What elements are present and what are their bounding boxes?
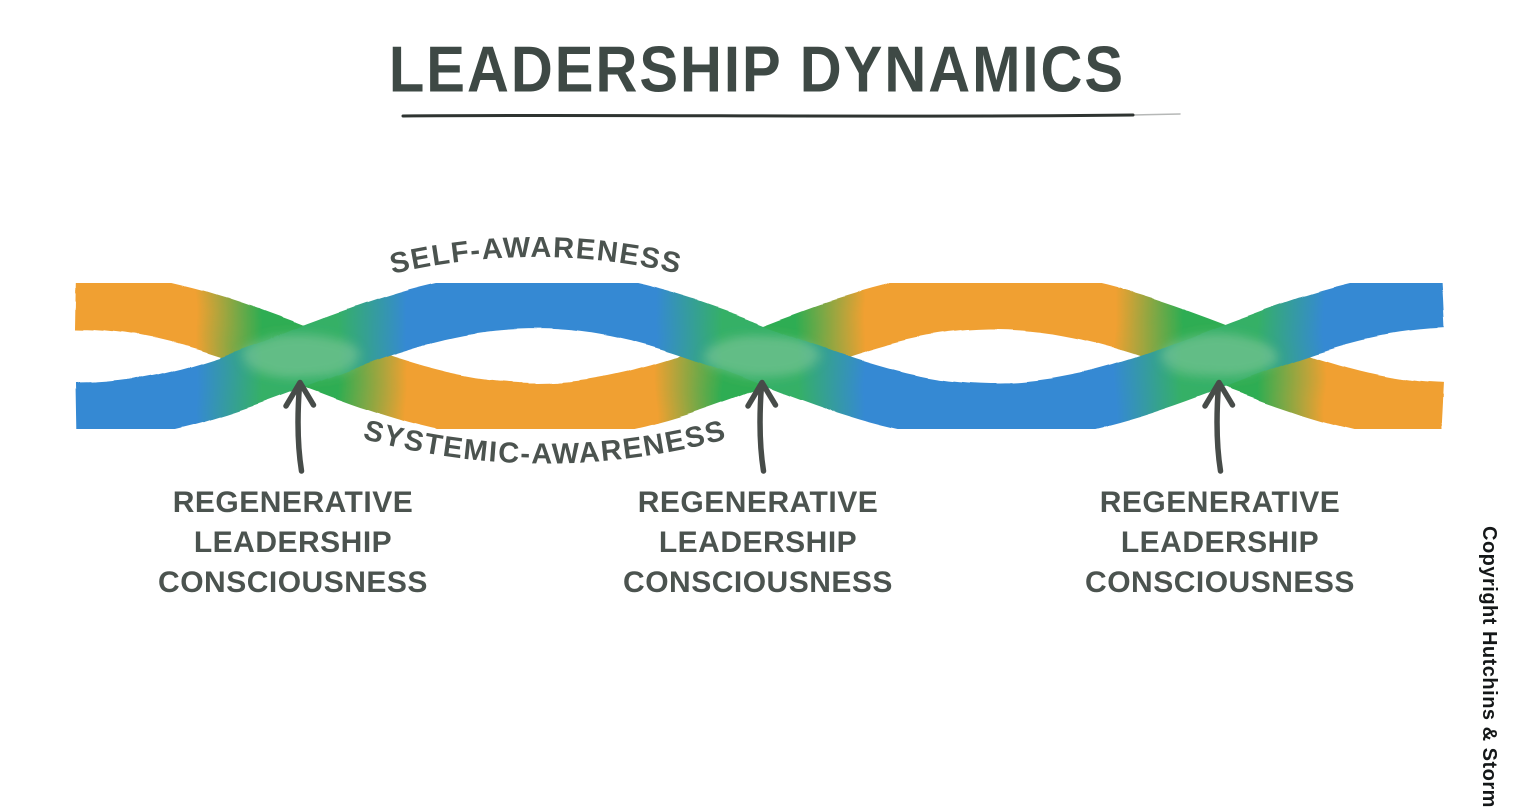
up-arrow-2 bbox=[745, 379, 779, 474]
up-arrow-3 bbox=[1202, 379, 1236, 474]
crossing-blend-2 bbox=[704, 334, 820, 378]
title-underline bbox=[401, 113, 1181, 118]
label-line: REGENERATIVE bbox=[172, 486, 414, 519]
page-title: LEADERSHIP DYNAMICS bbox=[388, 33, 1126, 106]
regenerative-leadership-consciousness-label-3: REGENERATIVE LEADERSHIP CONSCIOUSNESS bbox=[1050, 483, 1390, 603]
regenerative-leadership-consciousness-label-2: REGENERATIVE LEADERSHIP CONSCIOUSNESS bbox=[588, 483, 928, 603]
title-area: LEADERSHIP DYNAMICS bbox=[0, 32, 1514, 106]
label-line: CONSCIOUSNESS bbox=[623, 566, 893, 599]
crossing-blend-3 bbox=[1161, 334, 1277, 378]
regenerative-leadership-consciousness-label-1: REGENERATIVE LEADERSHIP CONSCIOUSNESS bbox=[123, 483, 463, 603]
up-arrow-1 bbox=[283, 379, 317, 474]
label-line: LEADERSHIP bbox=[193, 526, 393, 559]
copyright-notice: Copyright Hutchins & Storm bbox=[1478, 526, 1500, 808]
crossing-blend-patches bbox=[242, 334, 1277, 378]
crossing-blend-1 bbox=[242, 334, 358, 378]
label-line: REGENERATIVE bbox=[1099, 486, 1341, 519]
label-line: CONSCIOUSNESS bbox=[1085, 566, 1355, 599]
label-line: LEADERSHIP bbox=[1120, 526, 1320, 559]
label-line: LEADERSHIP bbox=[658, 526, 858, 559]
label-line: CONSCIOUSNESS bbox=[158, 566, 428, 599]
label-line: REGENERATIVE bbox=[637, 486, 879, 519]
